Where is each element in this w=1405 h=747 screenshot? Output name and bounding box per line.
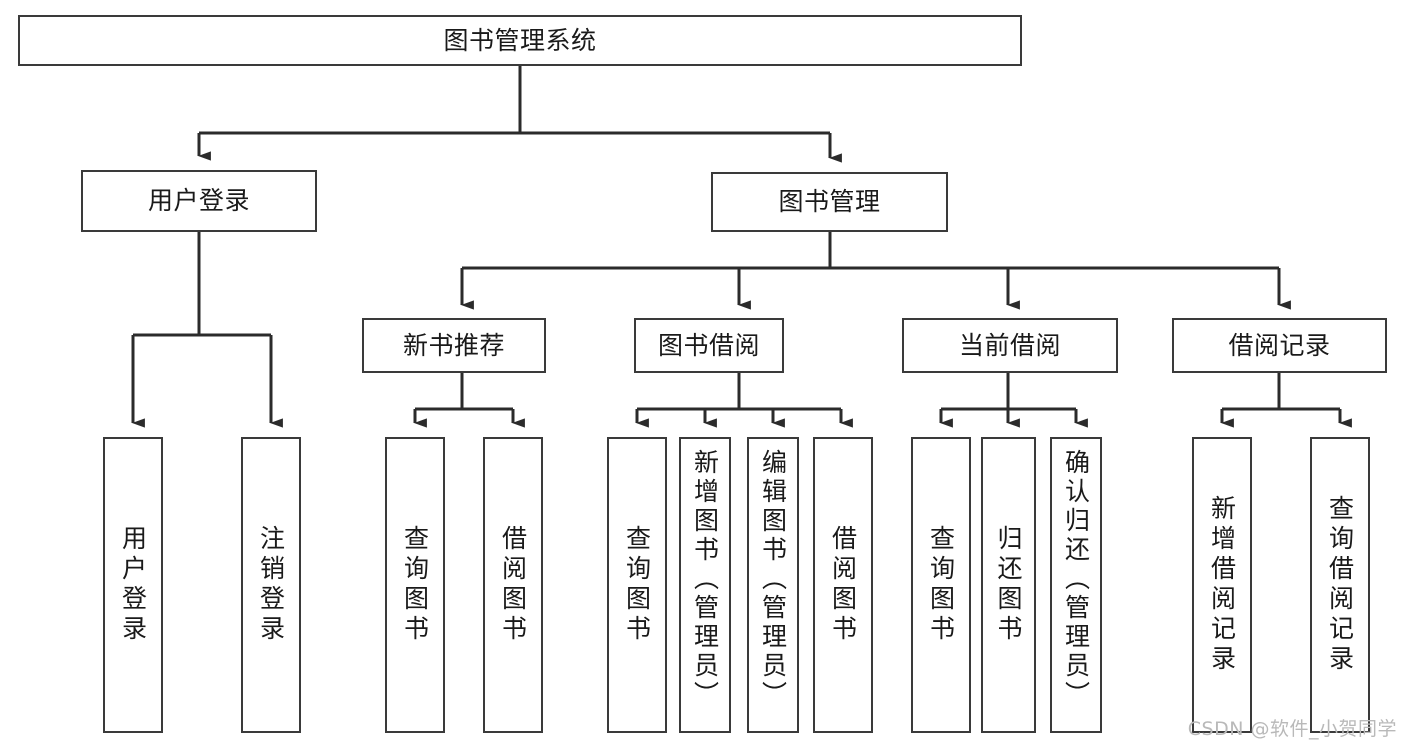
leaf-borrow-book-1[interactable]: 借阅图书 <box>483 437 543 733</box>
leaf-query-record-label: 查询借阅记录 <box>1325 495 1355 675</box>
node-user-login[interactable]: 用户登录 <box>81 170 317 232</box>
leaf-query-book-3-label: 查询图书 <box>926 525 956 645</box>
node-new-book-recommend-label: 新书推荐 <box>402 330 505 360</box>
leaf-edit-book[interactable]: 编辑图书（管理员） <box>747 437 799 733</box>
leaf-query-book-3[interactable]: 查询图书 <box>911 437 971 733</box>
node-book-manage-label: 图书管理 <box>778 187 881 217</box>
leaf-borrow-book-1-label: 借阅图书 <box>498 525 528 645</box>
node-new-book-recommend[interactable]: 新书推荐 <box>362 318 546 373</box>
leaf-user-logout-label: 注销登录 <box>256 525 286 645</box>
leaf-query-book-2[interactable]: 查询图书 <box>607 437 667 733</box>
leaf-query-record[interactable]: 查询借阅记录 <box>1310 437 1370 733</box>
node-book-borrow[interactable]: 图书借阅 <box>634 318 784 373</box>
node-current-borrow[interactable]: 当前借阅 <box>902 318 1118 373</box>
node-user-login-label: 用户登录 <box>147 186 250 216</box>
leaf-confirm-return-label: 确认归还（管理员） <box>1061 449 1091 710</box>
leaf-user-logout[interactable]: 注销登录 <box>241 437 301 733</box>
node-root-label: 图书管理系统 <box>443 25 597 55</box>
node-root[interactable]: 图书管理系统 <box>18 15 1022 66</box>
leaf-return-book-label: 归还图书 <box>994 525 1023 645</box>
node-borrow-record-label: 借阅记录 <box>1228 330 1331 360</box>
leaf-borrow-book-2-label: 借阅图书 <box>828 525 858 645</box>
leaf-confirm-return[interactable]: 确认归还（管理员） <box>1050 437 1102 733</box>
leaf-borrow-book-2[interactable]: 借阅图书 <box>813 437 873 733</box>
leaf-user-login[interactable]: 用户登录 <box>103 437 163 733</box>
leaf-add-book[interactable]: 新增图书（管理员） <box>679 437 731 733</box>
leaf-add-record[interactable]: 新增借阅记录 <box>1192 437 1252 733</box>
leaf-query-book-1[interactable]: 查询图书 <box>385 437 445 733</box>
node-borrow-record[interactable]: 借阅记录 <box>1172 318 1387 373</box>
leaf-return-book[interactable]: 归还图书 <box>981 437 1036 733</box>
node-book-manage[interactable]: 图书管理 <box>711 172 948 232</box>
leaf-add-book-label: 新增图书（管理员） <box>690 449 720 710</box>
leaf-add-record-label: 新增借阅记录 <box>1207 495 1237 675</box>
leaf-user-login-label: 用户登录 <box>118 525 148 645</box>
leaf-query-book-1-label: 查询图书 <box>400 525 430 645</box>
leaf-edit-book-label: 编辑图书（管理员） <box>758 449 788 710</box>
node-book-borrow-label: 图书借阅 <box>657 330 760 360</box>
watermark: CSDN @软件_小贺同学 <box>1187 718 1397 740</box>
node-current-borrow-label: 当前借阅 <box>958 330 1061 360</box>
leaf-query-book-2-label: 查询图书 <box>622 525 652 645</box>
